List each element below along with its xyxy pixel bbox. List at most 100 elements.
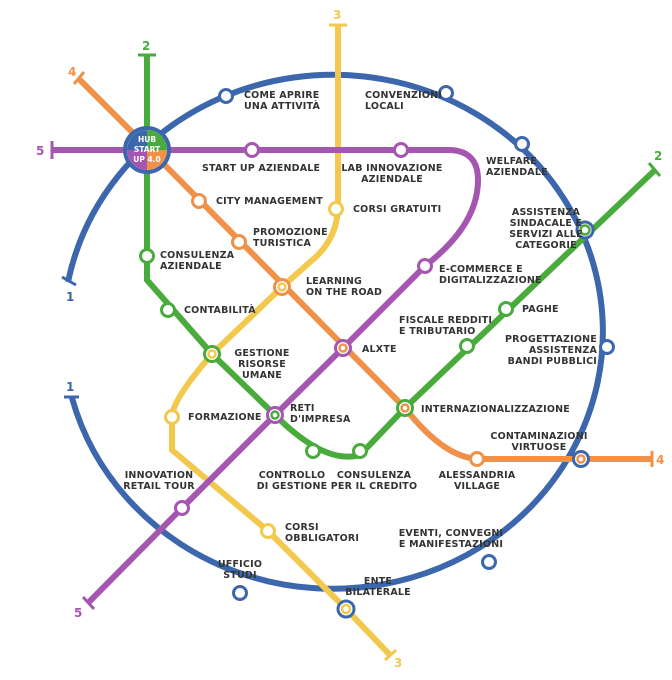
label-start-up-aziendale: START UP AZIENDALE — [202, 163, 320, 174]
line-2-label-top: 2 — [142, 39, 150, 53]
interchange-contaminazioni-virtuose[interactable] — [572, 450, 590, 468]
station-paghe[interactable] — [498, 301, 514, 317]
line-4-endcap-top — [72, 71, 86, 85]
label-come-aprire-line-2: UNA ATTIVITÀ — [244, 100, 320, 112]
label-consulenza-per-il-credito-line-2: PER IL CREDITO — [331, 481, 418, 492]
label-eventi-convegni-line-1: EVENTI, CONVEGNI — [399, 528, 504, 539]
line-4-label-top: 4 — [68, 65, 76, 79]
line-3-label-top: 3 — [333, 8, 341, 22]
interchange-learning-on-the-road[interactable] — [273, 278, 291, 296]
label-e-commerce-line-2: DIGITALIZZAZIONE — [439, 275, 542, 286]
label-paghe-line-1: PAGHE — [522, 304, 559, 315]
station-formazione[interactable] — [164, 409, 180, 425]
station-contabilita[interactable] — [160, 302, 176, 318]
interchange-alxte[interactable] — [334, 339, 352, 357]
label-fiscale-redditi-line-1: FISCALE REDDITI — [399, 315, 492, 326]
interchange-assistenza-sindacale[interactable] — [575, 220, 595, 240]
interchange-reti-d-impresa[interactable] — [266, 406, 284, 424]
label-corsi-obbligatori-line-1: CORSI — [285, 522, 319, 533]
hub-label-line2: START — [134, 145, 161, 154]
label-learning-on-the-road-line-1: LEARNING — [306, 276, 362, 287]
label-convenzioni-locali-line-2: LOCALI — [365, 101, 404, 112]
line-3-endcap-bottom — [383, 648, 398, 662]
label-controllo-di-gestione-line-1: CONTROLLO — [259, 470, 326, 481]
station-corsi-obbligatori[interactable] — [260, 523, 276, 539]
label-contaminazioni-virtuose-line-2: VIRTUOSE — [512, 442, 567, 453]
line-1-label-top: 1 — [66, 290, 74, 304]
station-innovation-retail-tour[interactable] — [174, 500, 190, 516]
label-progettazione-line-1: PROGETTAZIONE — [505, 334, 597, 345]
label-assistenza-sindacale-line-2: SINDACALE E — [510, 218, 582, 229]
label-alxte-line-1: ALXTE — [362, 344, 397, 355]
station-start-up-aziendale[interactable] — [244, 142, 260, 158]
station-ufficio-studi[interactable] — [232, 585, 248, 601]
label-reti-d-impresa-line-2: D'IMPRESA — [290, 414, 351, 425]
label-contabilita: CONTABILITÀ — [184, 304, 256, 316]
line-5-label-left: 5 — [36, 144, 44, 158]
label-progettazione-line-2: ASSISTENZA — [529, 345, 598, 356]
label-contaminazioni-virtuose-line-1: CONTAMINAZIONI — [490, 431, 587, 442]
station-consulenza-aziendale[interactable] — [139, 248, 155, 264]
label-alessandria-village-line-1: ALESSANDRIA — [439, 470, 516, 481]
label-fiscale-redditi-line-2: E TRIBUTARIO — [399, 326, 476, 337]
label-ente-bilaterale-line-1: ENTE — [364, 576, 392, 587]
label-internazionalizzazione: INTERNAZIONALIZZAZIONE — [421, 404, 570, 415]
label-innovation-retail-tour-line-1: INNOVATION — [125, 470, 194, 481]
station-consulenza-per-il-credito[interactable] — [352, 443, 368, 459]
station-welfare-aziendale[interactable] — [514, 136, 530, 152]
label-eventi-convegni-line-2: E MANIFESTAZIONI — [399, 539, 503, 550]
station-controllo-di-gestione[interactable] — [305, 443, 321, 459]
interchange-gestione-risorse-umane[interactable] — [203, 345, 221, 363]
line-1-label-bottom: 1 — [66, 380, 74, 394]
station-eventi-convegni[interactable] — [481, 554, 497, 570]
station-city-management[interactable] — [191, 193, 207, 209]
label-consulenza-aziendale-line-2: AZIENDALE — [160, 261, 222, 272]
line-1-track — [65, 71, 606, 592]
label-corsi-gratuiti-line-1: CORSI GRATUITI — [353, 204, 441, 215]
station-come-aprire[interactable] — [218, 88, 234, 104]
station-fiscale-redditi[interactable] — [459, 338, 475, 354]
label-gestione-risorse-umane-line-1: GESTIONE — [234, 348, 289, 359]
station-e-commerce[interactable] — [417, 258, 433, 274]
station-convenzioni-locali[interactable] — [438, 85, 454, 101]
station-alessandria-village[interactable] — [469, 451, 485, 467]
station-promozione-turistica[interactable] — [231, 234, 247, 250]
label-gestione-risorse-umane-line-3: UMANE — [242, 370, 282, 381]
label-assistenza-sindacale-line-4: CATEGORIE — [515, 240, 577, 251]
label-contabilita-line-1: CONTABILITÀ — [184, 304, 256, 316]
label-formazione-line-1: FORMAZIONE — [188, 412, 262, 423]
label-formazione: FORMAZIONE — [188, 412, 262, 423]
interchange-internazionalizzazione[interactable] — [396, 399, 414, 417]
label-corsi-gratuiti: CORSI GRATUITI — [353, 204, 441, 215]
label-start-up-aziendale-line-1: START UP AZIENDALE — [202, 163, 320, 174]
label-promozione-turistica-line-1: PROMOZIONE — [253, 227, 328, 238]
line-1-endcap-top — [61, 275, 77, 287]
station-progettazione[interactable] — [599, 339, 615, 355]
interchange-ente-bilaterale[interactable] — [336, 599, 356, 619]
station-lab-innovazione[interactable] — [393, 142, 409, 158]
label-alxte: ALXTE — [362, 344, 397, 355]
line-5-label-bottom: 5 — [74, 606, 82, 620]
hub-start-up-icon[interactable]: HUB START UP 4.0 — [123, 126, 171, 174]
station-corsi-gratuiti[interactable] — [328, 201, 344, 217]
label-lab-innovazione-line-2: AZIENDALE — [361, 174, 423, 185]
